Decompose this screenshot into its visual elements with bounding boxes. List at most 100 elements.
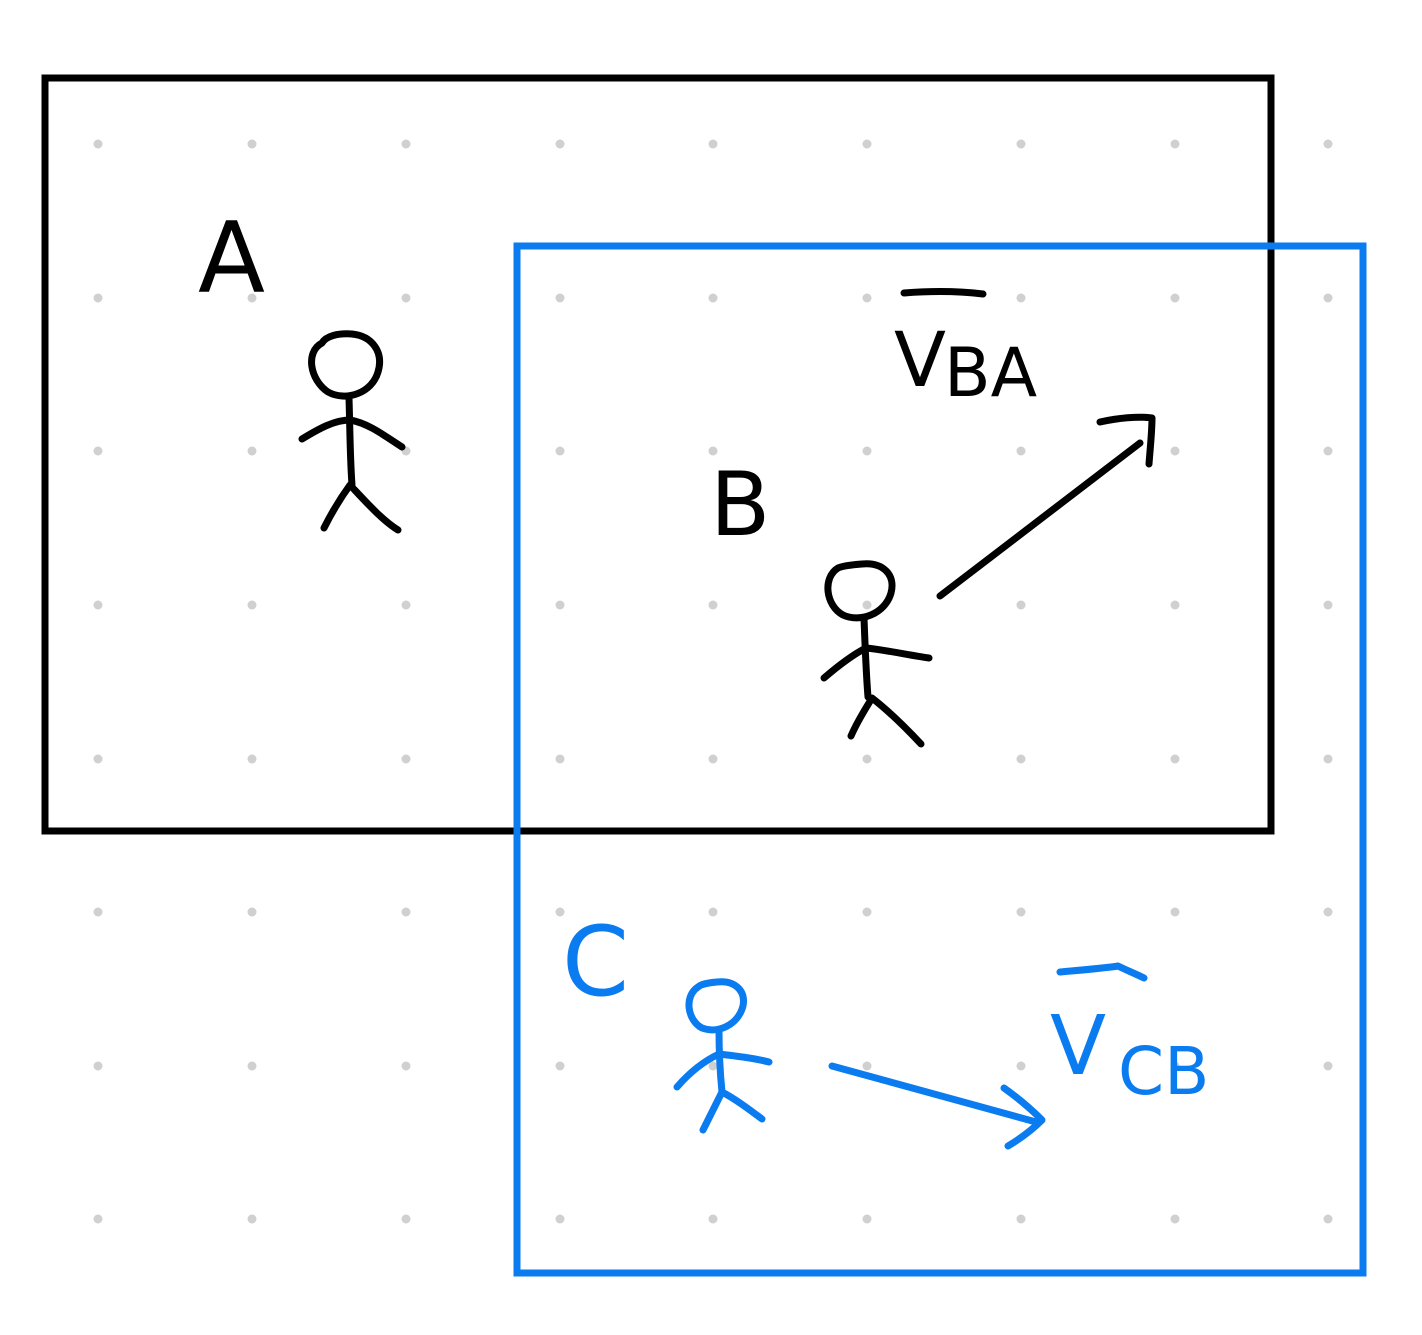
grid-dot <box>93 1061 103 1071</box>
grid-dot <box>1323 446 1333 456</box>
vector-v-ba-symbol: V <box>894 315 946 404</box>
figure-c-head <box>685 978 747 1034</box>
label-c: C <box>562 906 629 1018</box>
figure-b-legs <box>847 694 925 748</box>
grid-dot <box>555 446 565 456</box>
grid-dot <box>93 754 103 764</box>
grid-dot <box>401 293 411 303</box>
grid-dot <box>1323 293 1333 303</box>
grid-dot <box>555 139 565 149</box>
vector-v-ba-arrowhead <box>1096 413 1156 468</box>
grid-dot <box>93 600 103 610</box>
grid-dot <box>708 293 718 303</box>
grid-dot <box>555 293 565 303</box>
vector-v-ba-subscript: BA <box>944 334 1037 413</box>
grid-dot <box>247 754 257 764</box>
grid-dot <box>1170 1214 1180 1224</box>
grid-dot <box>862 600 872 610</box>
figure-b-head <box>824 560 896 622</box>
grid-dot <box>93 907 103 917</box>
grid-dot <box>401 907 411 917</box>
vector-v-ba-overbar <box>900 288 987 298</box>
grid-dot <box>708 139 718 149</box>
figure-a-legs <box>320 481 402 534</box>
grid-dot <box>1323 907 1333 917</box>
grid-dot <box>1016 754 1026 764</box>
grid-dot <box>862 1214 872 1224</box>
grid-dot <box>1016 1061 1026 1071</box>
label-a: A <box>198 202 265 316</box>
figure-b-arms <box>820 644 933 682</box>
grid-dot <box>708 446 718 456</box>
vector-v-ba: V BA <box>894 288 1156 600</box>
grid-dot <box>1016 139 1026 149</box>
grid-dot <box>555 754 565 764</box>
grid-dot <box>1170 293 1180 303</box>
grid-dot <box>555 907 565 917</box>
vector-v-cb: V CB <box>828 962 1209 1150</box>
grid-dot <box>1170 139 1180 149</box>
grid-dot <box>401 754 411 764</box>
grid-dot <box>708 754 718 764</box>
grid-dot <box>93 293 103 303</box>
grid-dot <box>401 139 411 149</box>
grid-dot <box>1323 1061 1333 1071</box>
grid-dot <box>708 600 718 610</box>
grid-dot <box>1016 293 1026 303</box>
grid-dot <box>401 1061 411 1071</box>
grid-dot <box>247 907 257 917</box>
grid-dot <box>1016 1214 1026 1224</box>
figure-c-body <box>715 1026 726 1096</box>
vector-v-cb-overbar <box>1056 962 1148 982</box>
grid-dot <box>1323 754 1333 764</box>
vector-v-cb-subscript: CB <box>1118 1033 1209 1110</box>
grid-dot <box>555 1061 565 1071</box>
figure-a-head <box>308 330 383 400</box>
label-b: B <box>710 453 770 556</box>
grid-dot <box>1170 446 1180 456</box>
grid-dot <box>1170 600 1180 610</box>
figure-b-body <box>860 614 872 701</box>
grid-dot <box>1323 1214 1333 1224</box>
grid-dot <box>247 1214 257 1224</box>
grid-dot <box>862 139 872 149</box>
grid-dot <box>1170 754 1180 764</box>
grid-dot <box>1016 907 1026 917</box>
grid-dot <box>862 907 872 917</box>
grid-dot <box>862 754 872 764</box>
vector-v-cb-arrow <box>828 1062 1040 1126</box>
grid-dot <box>247 600 257 610</box>
vector-v-cb-arrowhead <box>1000 1084 1046 1150</box>
grid-dot <box>862 1061 872 1071</box>
grid-dot <box>93 139 103 149</box>
grid-dot <box>862 446 872 456</box>
vector-v-cb-symbol: V <box>1050 999 1106 1094</box>
grid-dot <box>93 1214 103 1224</box>
grid-dot <box>708 1061 718 1071</box>
stick-figure-b <box>820 560 933 748</box>
grid-dot <box>1323 139 1333 149</box>
grid-dot <box>1016 600 1026 610</box>
grid-dot <box>1016 446 1026 456</box>
figure-a-body <box>345 394 356 489</box>
grid-dot <box>1170 907 1180 917</box>
frame-a-box <box>41 74 1275 835</box>
stick-figure-c <box>673 978 773 1134</box>
grid-dot <box>1170 1061 1180 1071</box>
figure-c-arms <box>673 1050 773 1091</box>
grid-dot <box>93 446 103 456</box>
figure-c-legs <box>699 1088 766 1134</box>
frame-c-box <box>513 242 1367 1277</box>
grid-dot <box>401 600 411 610</box>
vector-v-ba-arrow <box>936 439 1144 600</box>
grid-dot <box>555 600 565 610</box>
stick-figure-a <box>298 330 406 534</box>
grid-dot <box>247 139 257 149</box>
grid-dot <box>555 1214 565 1224</box>
grid-dot <box>862 293 872 303</box>
grid-dot <box>247 446 257 456</box>
grid-dot <box>247 293 257 303</box>
figure-a-arms <box>298 416 406 451</box>
grid-dot <box>401 1214 411 1224</box>
